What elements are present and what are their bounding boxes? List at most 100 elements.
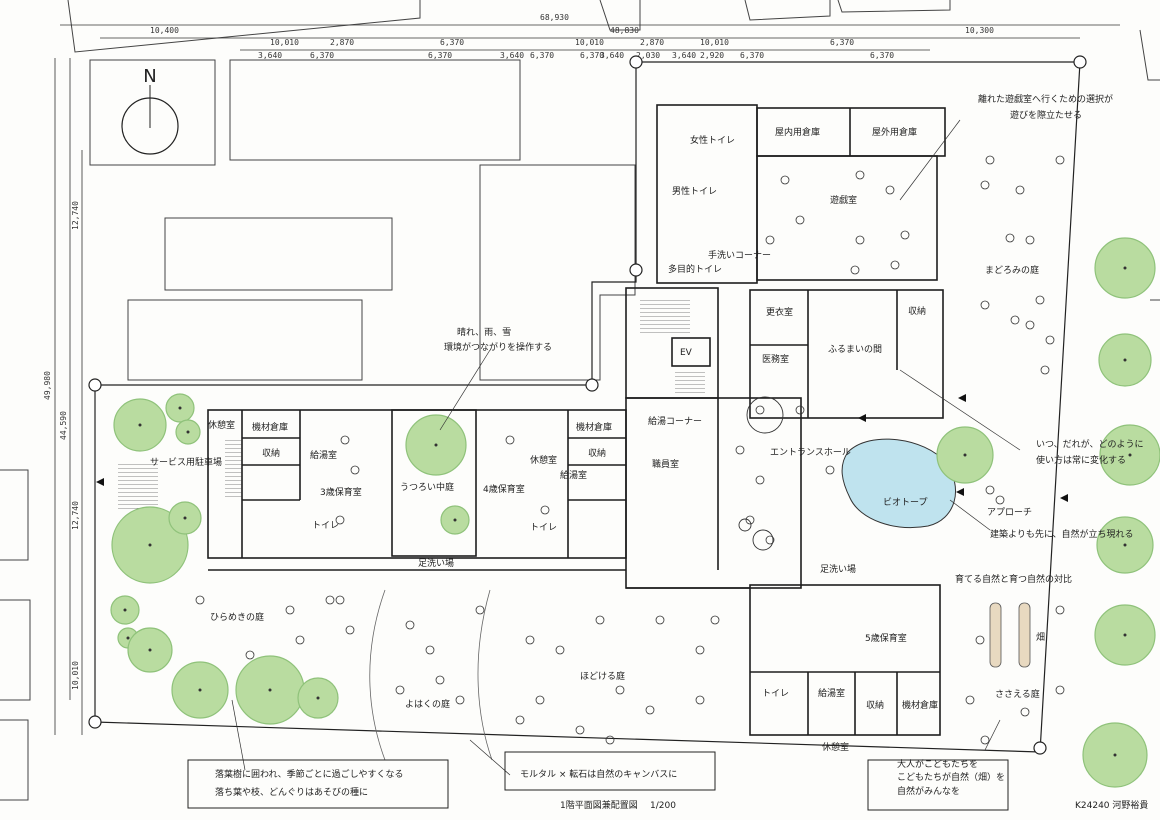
shrub	[575, 725, 585, 735]
label-storage-c: 収納	[588, 447, 606, 459]
north-compass: N	[121, 66, 179, 155]
shrub	[350, 465, 360, 475]
dim-row3-label: 2,920	[700, 51, 724, 60]
tree-trunk	[186, 430, 190, 434]
shrub	[395, 685, 405, 695]
dim-left-b: 12,740	[71, 501, 80, 530]
label-playroom: 遊戯室	[830, 194, 857, 206]
stair-1	[640, 298, 690, 336]
label-kitchen-1: 給湯室	[310, 449, 337, 461]
shrub	[1055, 685, 1065, 695]
label-outdoor-storage: 屋外用倉庫	[872, 126, 917, 138]
label-changing-room: 更衣室	[766, 306, 793, 318]
tree-trunk	[198, 688, 202, 692]
tree-trunk	[126, 636, 130, 640]
label-rest-room-3: 休憩室	[822, 741, 849, 753]
tree-trunk	[268, 688, 272, 692]
shrub	[645, 705, 655, 715]
tree-trunk	[123, 608, 127, 612]
label-field: 畑	[1036, 631, 1045, 643]
building-walls	[207, 104, 946, 736]
label-handwash-corner: 手洗いコーナー	[708, 249, 771, 261]
dim-row3-label: 6,370	[530, 51, 554, 60]
label-equipment-storage-3: 機材倉庫	[902, 699, 938, 711]
label-mens-toilet: 男性トイレ	[672, 185, 717, 197]
shrub	[1005, 233, 1015, 243]
ann-canvas: モルタル × 転石は自然のキャンバスに	[520, 768, 677, 780]
shrub	[985, 485, 995, 495]
dim-top-mid: 48,830	[610, 26, 639, 35]
trees	[110, 237, 1160, 788]
shrub	[795, 215, 805, 225]
north-label: N	[143, 66, 156, 87]
shrub	[605, 735, 615, 745]
dim-top-total: 68,930	[540, 13, 569, 22]
dim-row3-label: 3,640	[258, 51, 282, 60]
shrub	[975, 635, 985, 645]
label-ev: EV	[680, 348, 693, 358]
shrub	[1045, 335, 1055, 345]
shrub	[985, 155, 995, 165]
dim-row3-label: 3,640	[672, 51, 696, 60]
label-rest-room-2: 休憩室	[530, 454, 557, 466]
tree-trunk	[963, 453, 967, 457]
shrub	[525, 635, 535, 645]
label-storage-b: 収納	[262, 447, 280, 459]
label-class-3yr: 3歳保育室	[320, 486, 362, 498]
label-footwash-2: 足洗い場	[820, 563, 856, 575]
shrub	[475, 605, 485, 615]
label-hirameki-garden: ひらめきの庭	[210, 611, 264, 623]
label-toilet-2: トイレ	[530, 523, 557, 533]
tree-trunk	[148, 648, 152, 652]
dim-row2-label: 2,870	[330, 38, 354, 47]
dim-left-a: 12,740	[71, 201, 80, 230]
label-staff-room: 職員室	[652, 458, 679, 470]
dim-row3-label: 6,370	[428, 51, 452, 60]
label-equipment-storage-2: 機材倉庫	[576, 421, 612, 433]
tree-trunk	[1123, 358, 1127, 362]
shrub	[795, 405, 805, 415]
shrub	[285, 605, 295, 615]
label-toilet-3: トイレ	[762, 689, 789, 699]
shrub	[850, 265, 860, 275]
shrub	[425, 645, 435, 655]
dim-row2-label: 10,010	[700, 38, 729, 47]
label-toilet-1: トイレ	[312, 521, 339, 531]
shrub	[1055, 605, 1065, 615]
dim-left-total: 49,980	[43, 371, 52, 400]
biotope-pond	[841, 438, 956, 529]
leader-lines	[231, 119, 1021, 776]
tree-trunk	[1123, 543, 1127, 547]
neighbor-buildings	[0, 0, 1160, 801]
dim-left-sub: 44,590	[59, 411, 68, 440]
dim-row3-label: 3,640	[600, 51, 624, 60]
label-biotope: ビオトープ	[883, 497, 927, 508]
label-kitchen-3: 給湯室	[818, 687, 845, 699]
parking-stripes	[118, 462, 158, 512]
label-equipment-storage-1: 機材倉庫	[252, 421, 288, 433]
tree-trunk	[1113, 753, 1117, 757]
entrance-arrow	[1060, 494, 1068, 502]
shrub	[890, 260, 900, 270]
dim-row2-label: 6,370	[830, 38, 854, 47]
shrub	[435, 675, 445, 685]
ann-nature-first: 建築よりも先に、自然が立ち現れる	[990, 528, 1134, 540]
ann-deciduous-2: 落ち葉や枝、どんぐりはあそびの種に	[215, 786, 368, 798]
ann-weather-1: 晴れ、雨、雪	[457, 326, 511, 338]
dim-row2-label: 2,870	[640, 38, 664, 47]
ann-change-2: 使い方は常に変化する	[1036, 454, 1126, 466]
shrub	[335, 595, 345, 605]
tree-trunk	[453, 518, 457, 522]
dim-top-right: 10,300	[965, 26, 994, 35]
shrub	[325, 595, 335, 605]
shrub	[295, 635, 305, 645]
label-entrance-hall: エントランスホール	[770, 447, 851, 458]
shrub	[855, 235, 865, 245]
bottom-note-boxes	[187, 751, 1009, 811]
shrub	[1020, 707, 1030, 717]
dim-row3-label: 2,030	[636, 51, 660, 60]
shrub	[980, 300, 990, 310]
garden-arcs	[369, 589, 493, 761]
dim-row3-label: 6,370	[580, 51, 604, 60]
